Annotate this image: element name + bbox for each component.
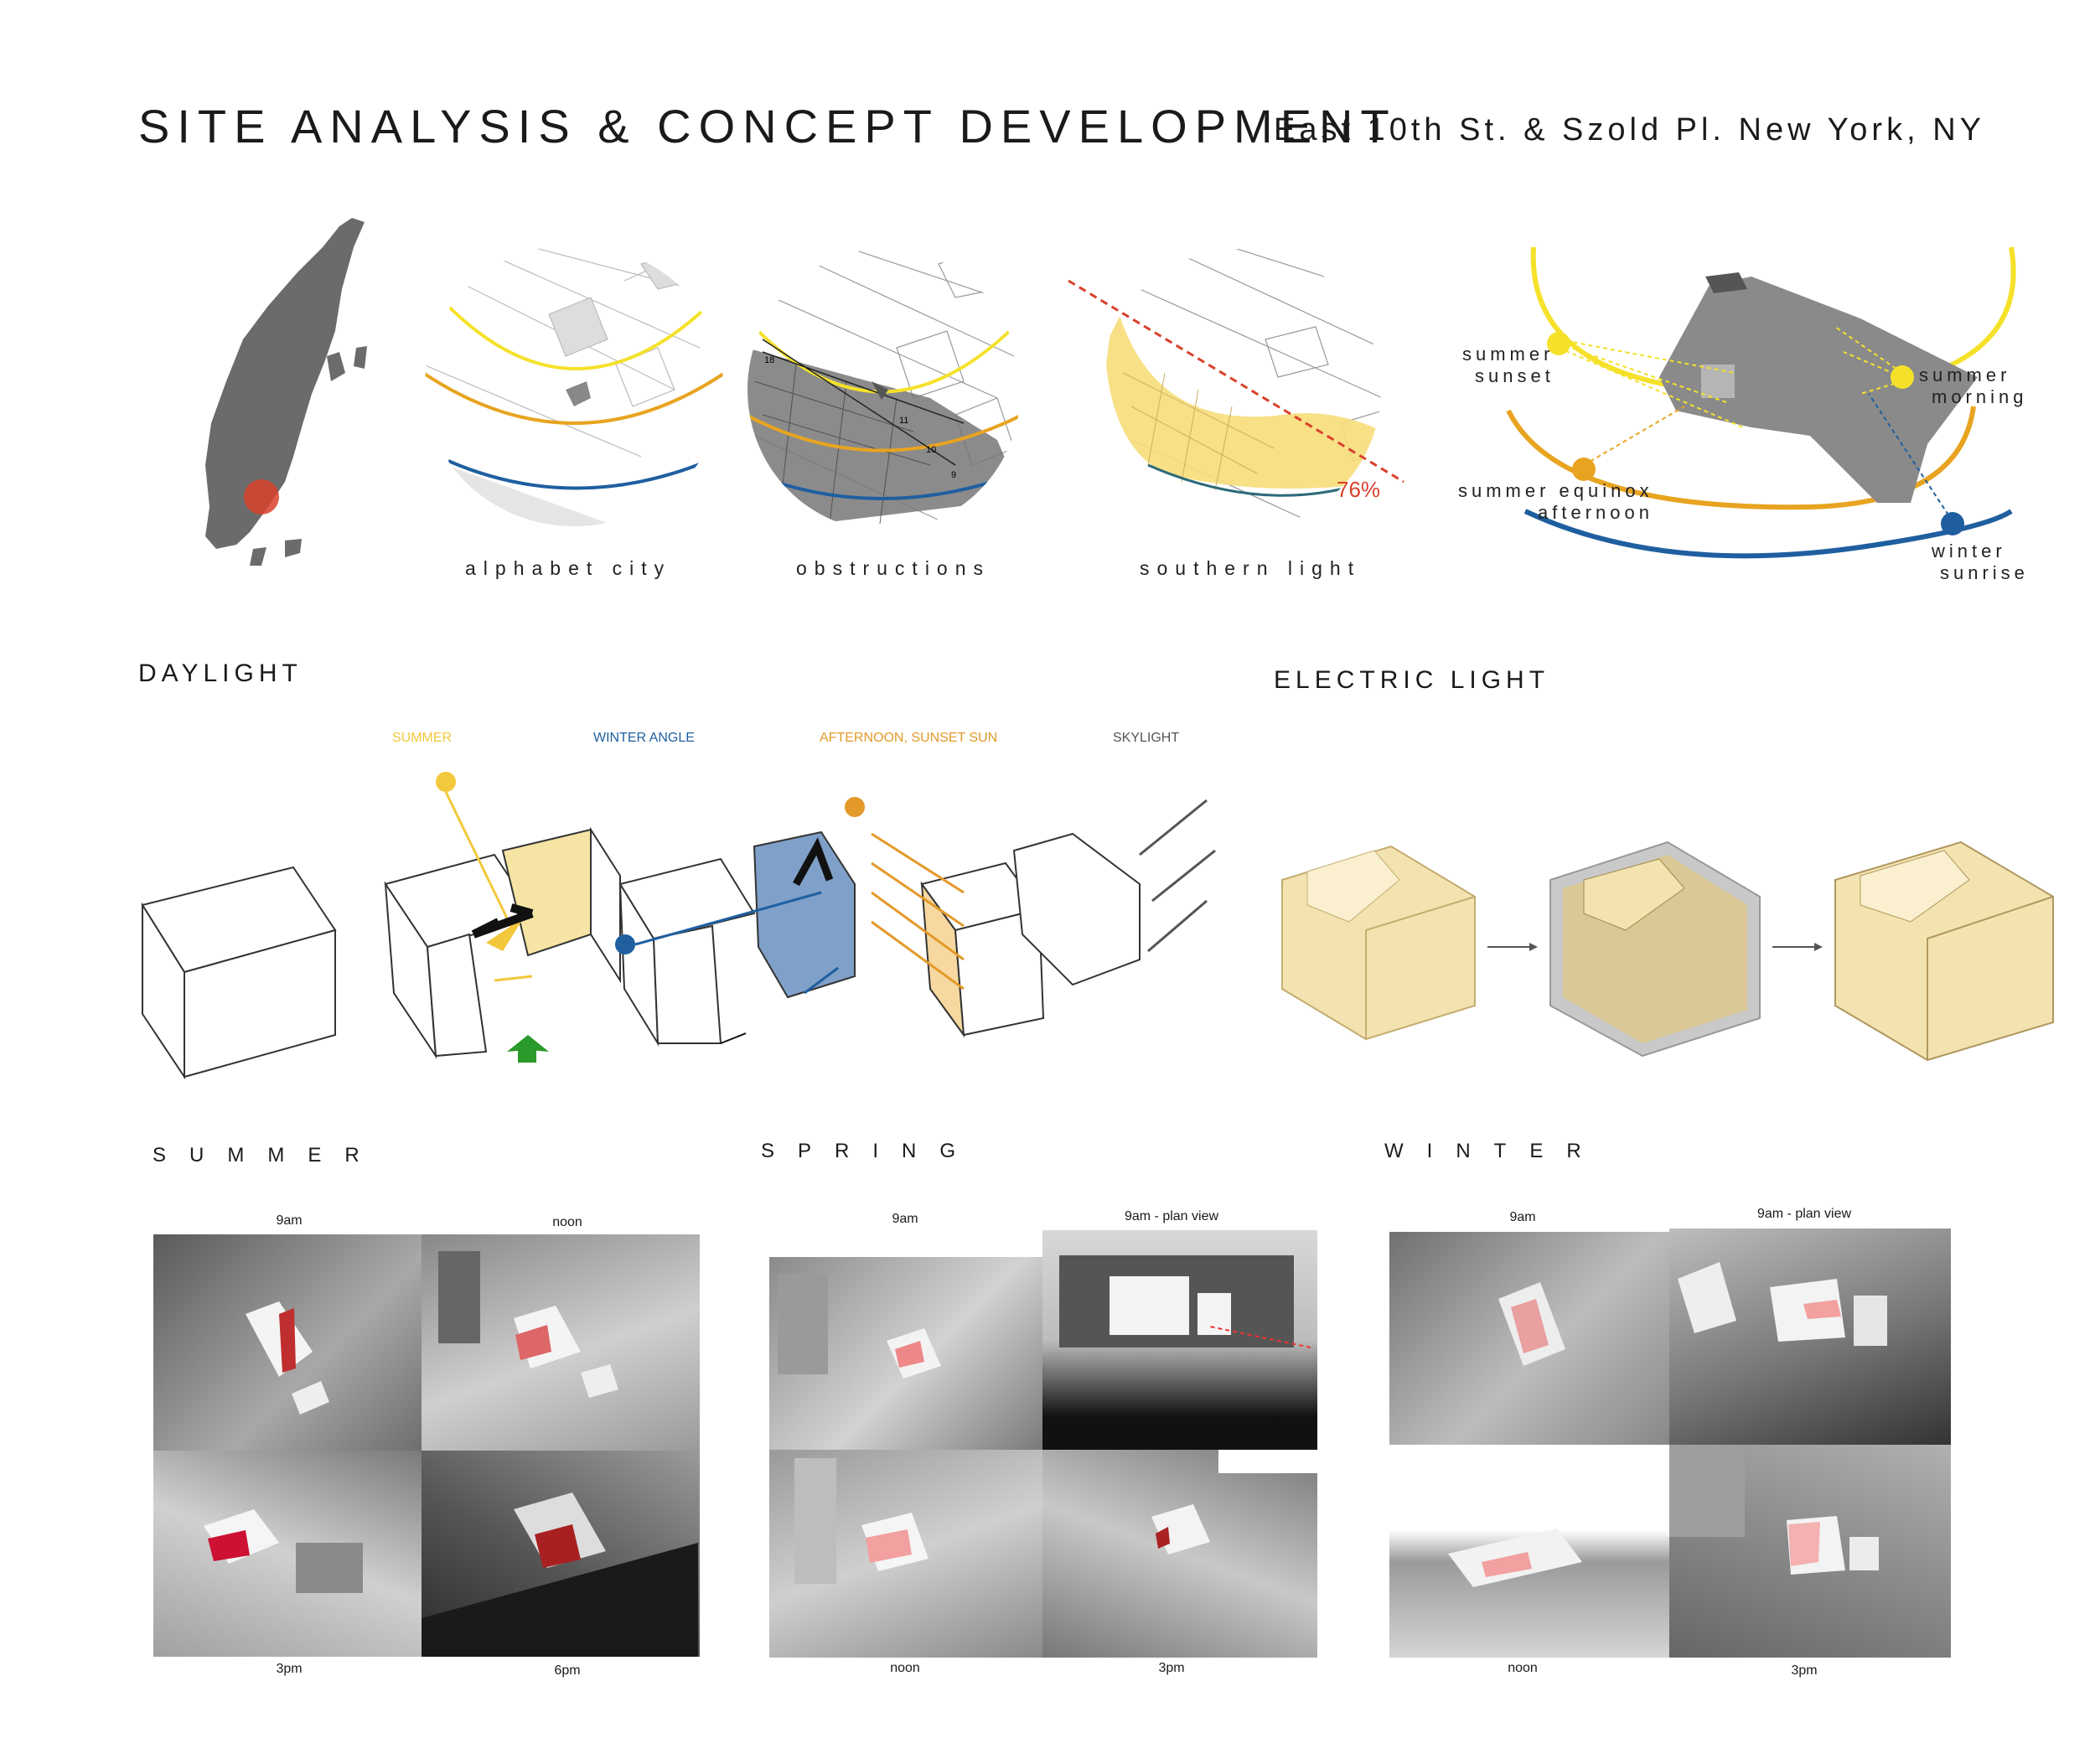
manhattan-map — [159, 214, 377, 574]
massing-cream-3 — [1834, 841, 2054, 1062]
photo-label: 9am - plan view — [1124, 1209, 1219, 1223]
photo-label: 9am — [1509, 1210, 1536, 1224]
daylight-heading: DAYLIGHT — [138, 660, 303, 687]
massing-grey-2 — [1549, 841, 1761, 1058]
season-spring-heading: SPRING — [761, 1140, 980, 1162]
summer-6pm-photo — [422, 1451, 700, 1657]
winter-3pm-photo — [1669, 1445, 1951, 1658]
season-summer-heading: SUMMER — [153, 1144, 383, 1167]
photo-label: 9am - plan view — [1756, 1207, 1852, 1221]
spring-9am-photo — [769, 1257, 1042, 1450]
page-title: SITE ANALYSIS & CONCEPT DEVELOPMENT — [138, 100, 1397, 153]
massing-box — [141, 866, 337, 1080]
sun-icon — [845, 797, 865, 817]
winter-noon-photo — [1389, 1445, 1669, 1658]
photo-label: 3pm — [276, 1662, 303, 1676]
summer-3pm-photo — [153, 1451, 422, 1657]
photo-label: 6pm — [554, 1663, 581, 1678]
sun-icon — [1941, 512, 1964, 535]
photo-label: 3pm — [1791, 1663, 1818, 1678]
photo-label: noon — [552, 1215, 582, 1229]
legend-winter-angle: WINTER ANGLE — [593, 731, 695, 745]
legend-skylight: SKYLIGHT — [1113, 731, 1180, 745]
caption-southern-light: southern light — [1140, 557, 1362, 579]
winter-9am-plan-photo — [1669, 1229, 1951, 1445]
percent-label: 76% — [1337, 477, 1380, 502]
electric-light-heading: ELECTRIC LIGHT — [1274, 666, 1550, 694]
legend-summer: SUMMER — [392, 731, 453, 745]
caption-alphabet-city: alphabet city — [465, 557, 672, 579]
photo-label: 9am — [276, 1213, 303, 1228]
street-number: 11 — [899, 416, 908, 426]
street-number: 10 — [926, 445, 936, 455]
site-map-alphabet-city — [423, 247, 725, 532]
spring-9am-plan-photo — [1042, 1230, 1317, 1450]
sun-icon — [1891, 365, 1914, 389]
legend-afternoon-sunset: AFTERNOON, SUNSET SUN — [820, 731, 998, 745]
electric-light-diagrams — [1274, 830, 2070, 1089]
sun-path-diagram — [1458, 226, 2061, 595]
sun-icon — [436, 772, 456, 792]
street-number: 18 — [764, 355, 774, 365]
arrow-icon — [507, 1035, 549, 1052]
site-marker-icon — [244, 479, 279, 515]
caption-obstructions: obstructions — [796, 557, 991, 579]
winter-9am-photo — [1389, 1232, 1669, 1445]
summer-9am-photo — [153, 1234, 422, 1451]
spring-noon-photo — [769, 1450, 1042, 1658]
massing-box-cut — [384, 826, 621, 1059]
site-map-obstructions: 18 11 10 9 — [746, 247, 1022, 532]
daylight-diagrams — [134, 767, 1223, 1102]
massing-cream-1 — [1281, 845, 1476, 1041]
massing-box-afternoon — [920, 832, 1141, 1038]
light-angle-line — [1068, 279, 1404, 484]
photo-label: noon — [890, 1661, 920, 1675]
page-subtitle: East 10th St. & Szold Pl. New York, NY — [1274, 112, 1985, 147]
sun-icon — [1547, 332, 1570, 355]
massing-box-winter — [618, 830, 856, 1047]
spring-3pm-photo — [1042, 1450, 1317, 1658]
site-map-southern-light: 76% — [1064, 247, 1416, 532]
season-winter-heading: WINTER — [1384, 1140, 1605, 1162]
photo-label: noon — [1508, 1661, 1538, 1675]
street-number: 9 — [951, 470, 956, 480]
sun-icon — [1572, 458, 1596, 481]
photo-label: 9am — [892, 1212, 918, 1226]
photo-label: 3pm — [1158, 1661, 1185, 1675]
summer-noon-photo — [422, 1234, 700, 1451]
sun-icon — [615, 934, 635, 954]
